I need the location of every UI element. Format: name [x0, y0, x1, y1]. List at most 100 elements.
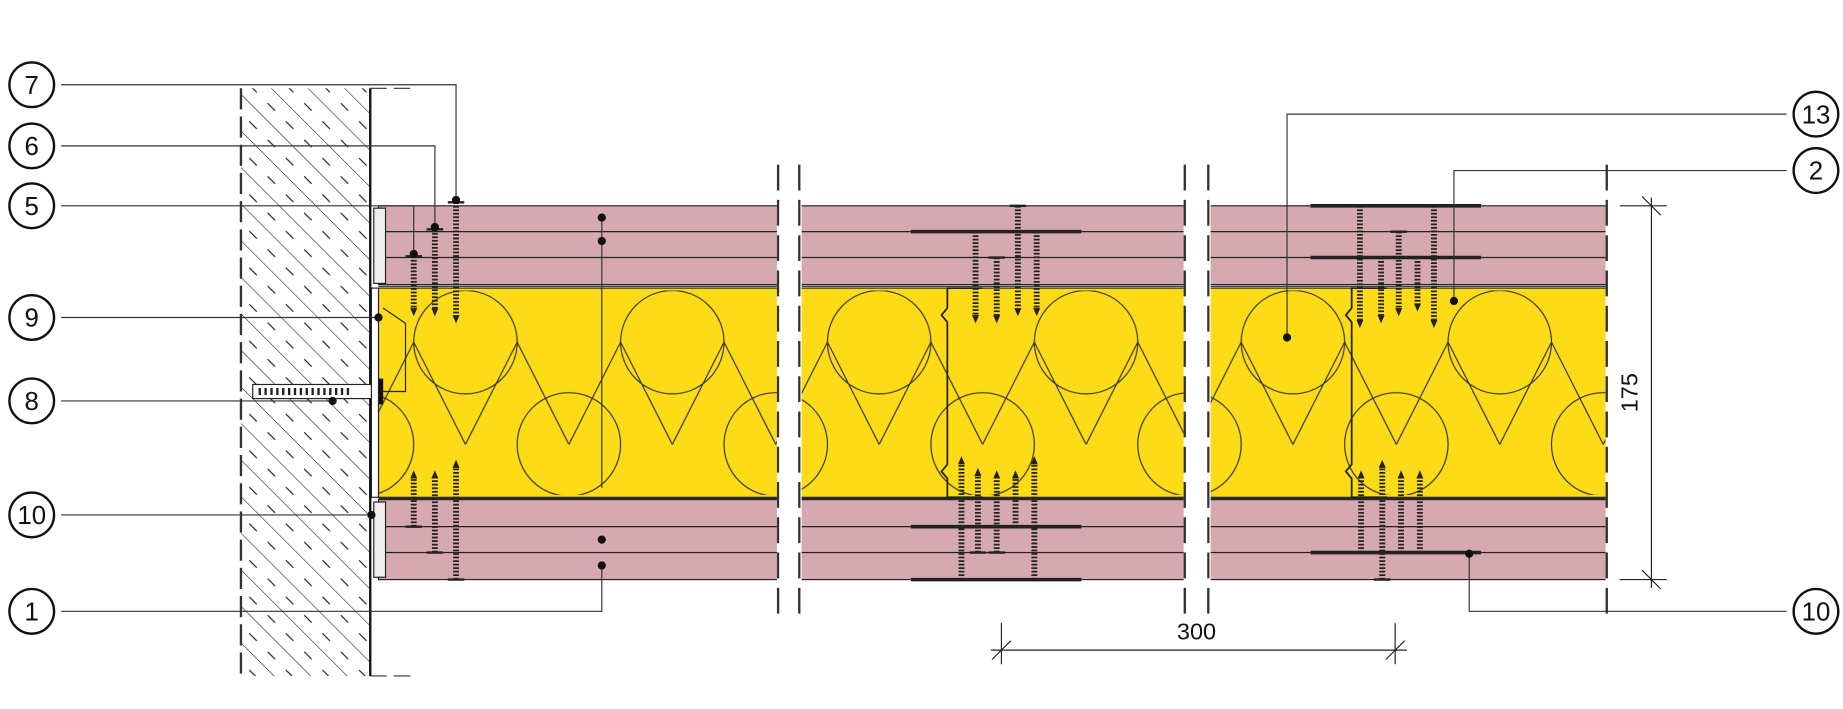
steel-stud [940, 287, 983, 499]
leader-dot [1449, 296, 1459, 306]
screw [447, 459, 465, 581]
leader-dot [597, 213, 606, 222]
plasterboard-layer [377, 231, 779, 259]
dimension-label-300: 300 [1177, 619, 1216, 645]
callout-right-2: 10 [1792, 587, 1840, 635]
callout-left-1: 6 [8, 122, 56, 170]
leader-dot [1282, 333, 1292, 342]
callout-circle [8, 293, 56, 341]
screw [1026, 456, 1043, 581]
screw-tip [431, 308, 439, 317]
plasterboard-layer [1207, 256, 1608, 286]
callout-circle [8, 587, 56, 635]
leader-dot [328, 396, 337, 406]
dimension-thickness: 175 [1616, 195, 1667, 590]
callout-number: 7 [25, 72, 39, 100]
callout-left-4: 8 [8, 377, 56, 425]
plasterboard-layer [798, 231, 1186, 259]
callout-circle [8, 122, 56, 170]
callout-left-5: 10 [8, 491, 56, 539]
screw-tip [452, 459, 460, 468]
screw [953, 456, 970, 581]
screw-tip [1014, 308, 1022, 317]
insulation-hatch [1208, 290, 1607, 495]
leader-dot [597, 561, 606, 570]
screw-tip [431, 470, 439, 479]
callout-number: 2 [1809, 158, 1823, 186]
screw [1007, 470, 1024, 528]
callout-left-2: 5 [8, 182, 56, 230]
screw-tip [1416, 470, 1424, 479]
screw [1372, 256, 1390, 324]
screw-tip [974, 467, 982, 477]
dimension-label-175: 175 [1616, 373, 1642, 412]
plasterboard-layer [798, 256, 1186, 286]
leader-dot [451, 195, 461, 205]
screw-tip [1397, 470, 1405, 479]
plasterboard-layer [798, 499, 1186, 528]
plasterboard-layer [798, 526, 1186, 554]
wall-panels [377, 164, 1610, 618]
screw [1009, 204, 1027, 317]
plasterboard-layer [377, 551, 779, 581]
callout-circle [8, 182, 56, 230]
callout-number: 8 [25, 388, 39, 416]
screw-tip [1413, 303, 1422, 312]
edge-filler-bottom [373, 501, 387, 578]
screw [1374, 459, 1391, 581]
callout-number: 10 [17, 502, 46, 530]
break-gap [1185, 202, 1208, 585]
plasterboard-layer [377, 256, 779, 286]
leader-line [1468, 553, 1787, 612]
leader-dot [1465, 549, 1474, 558]
callout-number: 13 [1802, 101, 1831, 129]
callout-left-3: 9 [8, 293, 56, 341]
panel-section-2 [798, 205, 1186, 581]
screw-tip [1030, 456, 1038, 465]
leader-dot [597, 236, 606, 246]
screw [1351, 204, 1369, 329]
screw-tip [993, 315, 1001, 324]
plasterboard-layer [1207, 205, 1608, 233]
screw [988, 256, 1005, 324]
dimension-spacing: 300 [990, 619, 1407, 665]
leader-dot [430, 222, 440, 232]
callout-number: 1 [25, 598, 39, 626]
callout-number: 5 [25, 193, 39, 221]
edge-filler-top [373, 207, 387, 284]
screw [1390, 230, 1407, 317]
screw [1409, 256, 1426, 312]
callout-number: 9 [25, 305, 39, 333]
screw-tip [1356, 319, 1364, 329]
callout-circle [8, 491, 56, 539]
leader-line [61, 84, 457, 200]
callout-number: 6 [25, 133, 39, 161]
screw [405, 470, 422, 528]
plasterboard-layer [798, 551, 1186, 581]
plasterboard-layer [1207, 231, 1608, 259]
callout-circle [1792, 587, 1840, 635]
screw-tip [957, 456, 965, 465]
edge-seal-strip [370, 287, 380, 498]
insulation-hatch [799, 290, 1185, 495]
wall-anchor [252, 307, 407, 405]
leader-line [61, 565, 603, 612]
screw-tip [410, 470, 418, 479]
screw-tip [1357, 470, 1365, 479]
plasterboard-layer [1207, 526, 1608, 554]
panel-section-1 [377, 205, 779, 581]
steel-stud [1344, 287, 1387, 499]
screw-tip [1430, 319, 1438, 329]
callout-circle [8, 61, 56, 109]
screw-tip [1033, 308, 1041, 317]
plasterboard-layer [377, 526, 779, 554]
break-gap [779, 202, 799, 585]
callout-right-0: 13 [1792, 90, 1840, 138]
screw-tip [1012, 470, 1020, 479]
plasterboard-layer [1207, 499, 1608, 528]
leader-dot [597, 535, 606, 544]
screw-tip [1395, 308, 1403, 317]
callout-circle [8, 377, 56, 425]
callout-left-0: 7 [8, 61, 56, 109]
leader-line [61, 145, 436, 227]
